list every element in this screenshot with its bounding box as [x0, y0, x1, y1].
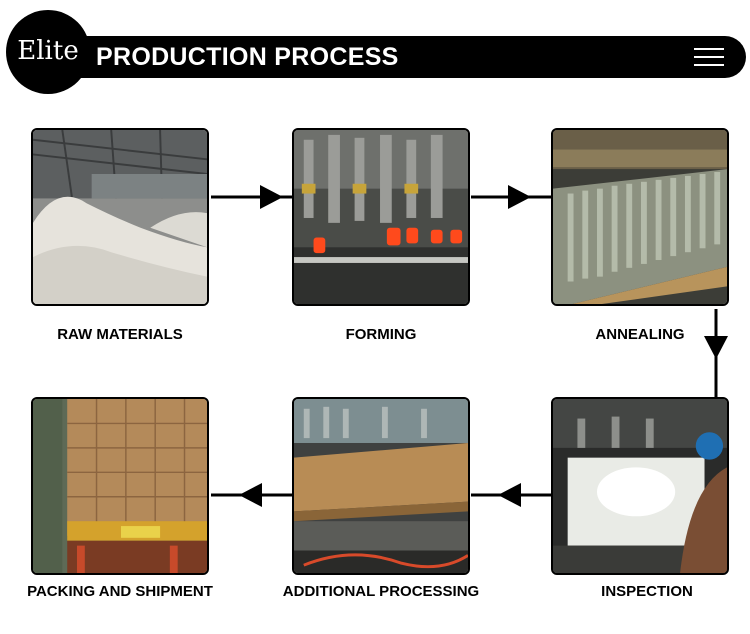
page-title: PRODUCTION PROCESS [96, 43, 399, 71]
step-photo-inspection [551, 397, 729, 575]
step-photo-additional-processing [292, 397, 470, 575]
step-label-annealing: ANNEALING [595, 326, 685, 343]
step-label-inspection: INSPECTION [601, 583, 693, 600]
step-photo-raw-materials [31, 128, 209, 306]
step-label-additional-processing: ADDITIONAL PROCESSING [282, 583, 480, 600]
step-label-raw-materials: RAW MATERIALS [57, 326, 183, 343]
step-label-packing-shipment: PACKING AND SHIPMENT [27, 583, 213, 600]
logo-text: Elite [17, 36, 79, 66]
step-label-forming: FORMING [345, 326, 417, 343]
step-photo-annealing [551, 128, 729, 306]
arrowhead-icon [508, 185, 531, 209]
step-photo-forming [292, 128, 470, 306]
header-bar [40, 36, 746, 78]
step-photo-packing-shipment [31, 397, 209, 575]
arrowhead-icon [498, 483, 521, 507]
arrowhead-icon [260, 185, 283, 209]
arrowhead-icon [239, 483, 262, 507]
hamburger-menu-icon[interactable] [694, 48, 724, 66]
brand-logo[interactable]: Elite [6, 10, 90, 94]
